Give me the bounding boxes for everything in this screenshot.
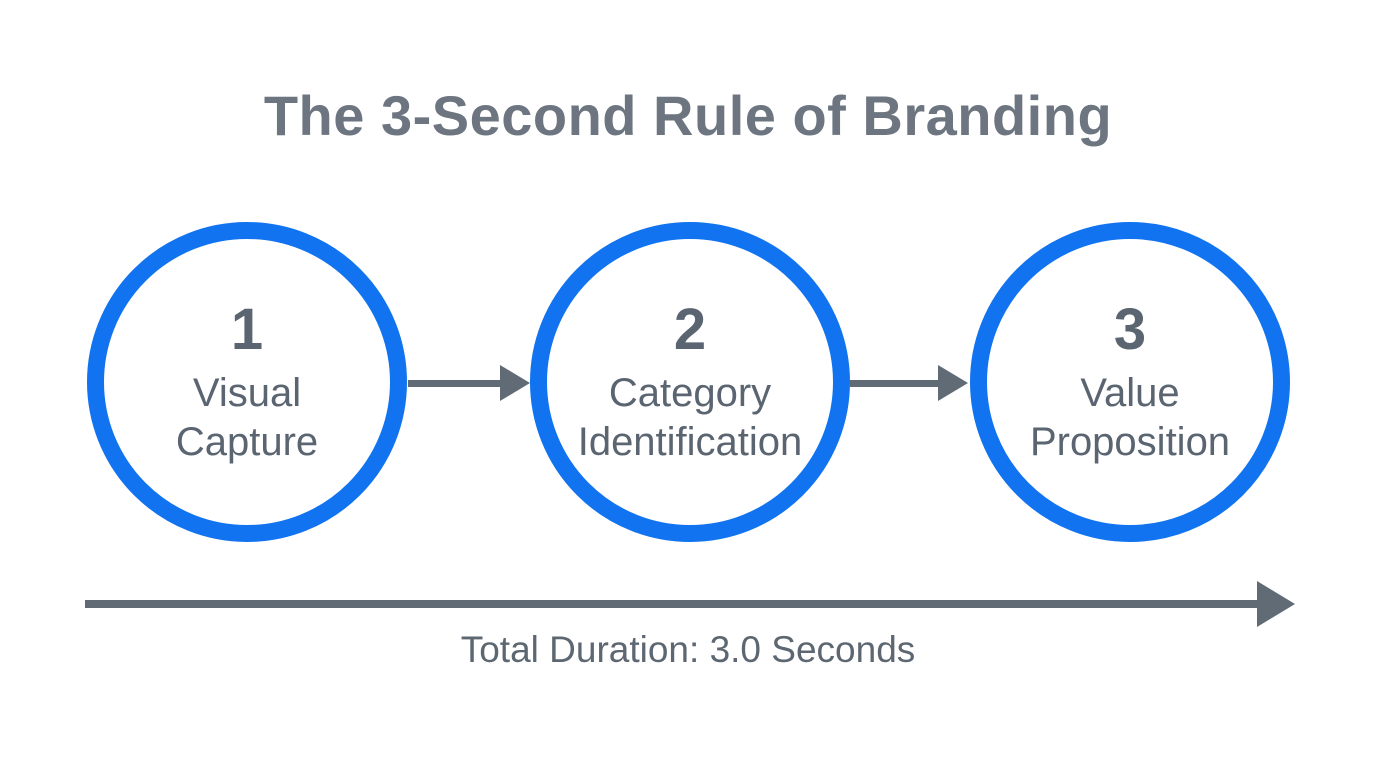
step-number-3: 3 [1113,297,1147,362]
step-circle-category-identification: 2 Category Identification [530,222,850,542]
step-label-value-proposition: Value Proposition [1030,369,1230,467]
step-circle-visual-capture: 1 Visual Capture [87,222,407,542]
step-label-line: Category [608,371,772,415]
arrow-head [1257,581,1295,627]
step-label-visual-capture: Visual Capture [176,369,318,467]
step-label-line: Capture [175,420,319,464]
step-label-category-identification: Category Identification [578,369,803,467]
step-label-line: Visual [192,371,302,415]
step-label-line: Value [1080,371,1180,415]
arrow-shaft [85,600,1259,608]
flow-arrow-2-icon [850,365,970,401]
step-circle-value-proposition: 3 Value Proposition [970,222,1290,542]
step-label-line: Identification [577,420,803,464]
flow-arrow-1-icon [408,365,530,401]
arrow-shaft [850,380,940,387]
arrow-shaft [408,380,502,387]
timeline-arrow-icon [85,581,1295,627]
step-number-1: 1 [230,297,264,362]
arrow-head [500,365,530,401]
arrow-head [938,365,968,401]
page-title: The 3-Second Rule of Branding [263,84,1113,147]
timeline-caption: Total Duration: 3.0 Seconds [460,629,916,670]
step-number-2: 2 [673,297,707,362]
step-label-line: Proposition [1029,420,1231,464]
